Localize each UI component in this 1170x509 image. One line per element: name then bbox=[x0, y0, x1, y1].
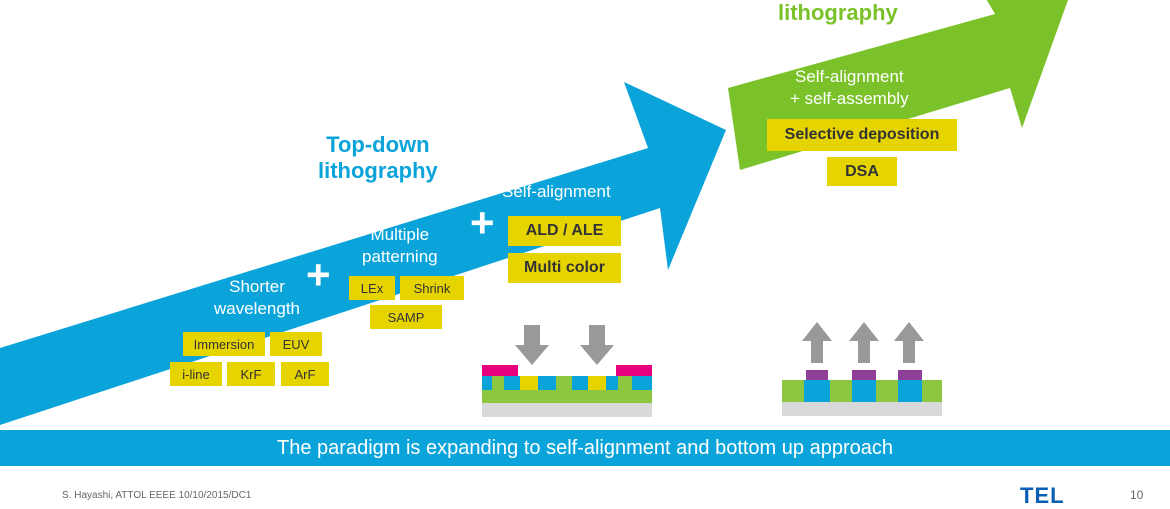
multiple-patterning-line1: Multiple bbox=[370, 225, 430, 244]
chip-arf: ArF bbox=[281, 362, 329, 386]
plus-sign-1: + bbox=[306, 251, 331, 298]
tel-logo: TEL bbox=[1020, 483, 1065, 508]
footer-banner: The paradigm is expanding to self-alignm… bbox=[0, 430, 1170, 466]
bottom-up-cross-section bbox=[782, 322, 942, 416]
top-down-title: Top-down lithography bbox=[318, 132, 438, 184]
chip-ald-ale: ALD / ALE bbox=[508, 216, 621, 246]
shorter-wavelength-line1: Shorter bbox=[229, 277, 285, 296]
citation: S. Hayashi, ATTOL EEEE 10/10/2015/DC1 bbox=[62, 490, 252, 501]
page-number: 10 bbox=[1130, 488, 1144, 502]
footer-banner-text: The paradigm is expanding to self-alignm… bbox=[277, 436, 893, 459]
self-assembly-line2: + self-assembly bbox=[790, 89, 909, 108]
chip-lex: LEx bbox=[349, 276, 395, 300]
chip-dsa: DSA bbox=[827, 157, 897, 186]
multiple-patterning-label: Multiple patterning bbox=[362, 224, 438, 268]
self-assembly-line1: Self-alignment bbox=[794, 67, 904, 86]
chip-multi-color: Multi color bbox=[508, 253, 621, 283]
multiple-patterning-line2: patterning bbox=[362, 247, 438, 266]
chip-shrink: Shrink bbox=[400, 276, 464, 300]
plus-sign-2: + bbox=[470, 199, 495, 246]
top-down-title-line2: lithography bbox=[318, 158, 438, 183]
top-down-arrow bbox=[0, 82, 726, 425]
self-alignment-label: Self-alignment bbox=[502, 182, 611, 201]
shorter-wavelength-label: Shorter wavelength bbox=[214, 276, 300, 320]
bottom-up-title: lithography bbox=[778, 0, 898, 25]
chip-i-line: i-line bbox=[170, 362, 222, 386]
self-assembly-label: Self-alignment + self-assembly bbox=[790, 66, 909, 110]
chip-euv: EUV bbox=[270, 332, 322, 356]
chip-selective-deposition: Selective deposition bbox=[767, 119, 957, 151]
top-down-title-line1: Top-down bbox=[326, 132, 430, 157]
chip-immersion: Immersion bbox=[183, 332, 265, 356]
chip-krf: KrF bbox=[227, 362, 275, 386]
top-down-cross-section bbox=[482, 325, 652, 417]
shorter-wavelength-line2: wavelength bbox=[214, 299, 301, 318]
chip-samp: SAMP bbox=[370, 305, 442, 329]
